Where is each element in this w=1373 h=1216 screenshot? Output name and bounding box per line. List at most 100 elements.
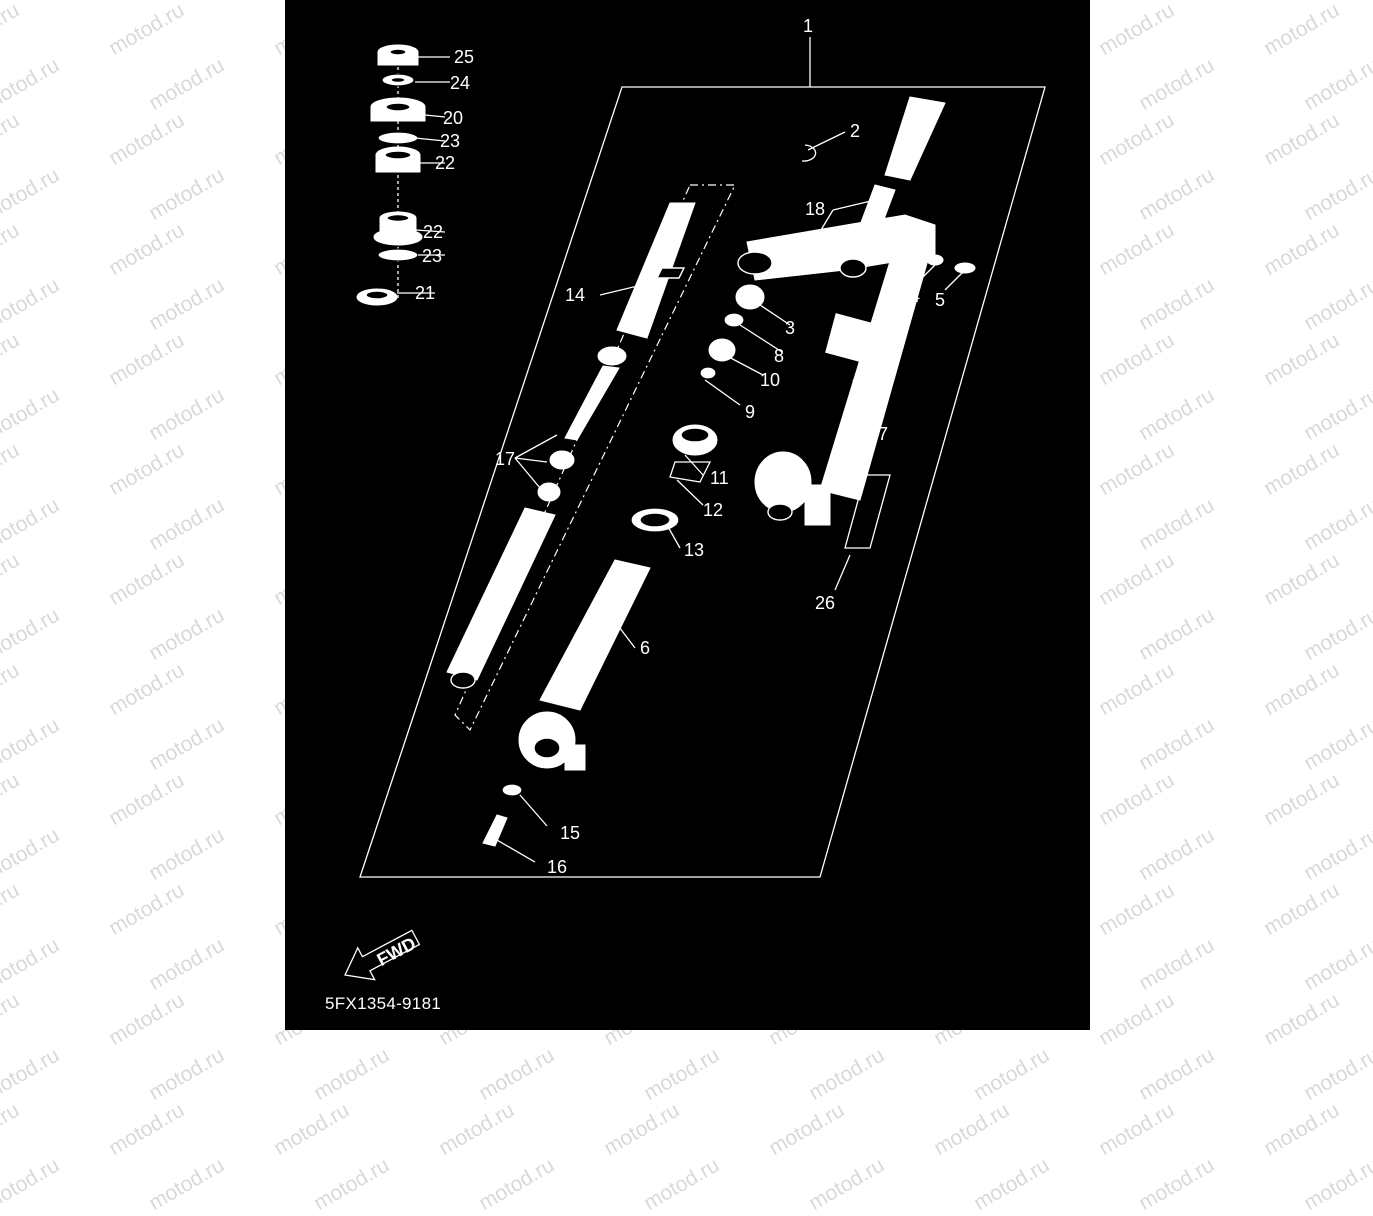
outer-tube-middle <box>482 144 817 847</box>
watermark-text: motod.ru <box>1095 878 1179 940</box>
watermark-text: motod.ru <box>475 1153 559 1215</box>
steering-bearing-parts <box>356 44 426 306</box>
watermark-text: motod.ru <box>1300 933 1373 995</box>
watermark-text: motod.ru <box>1300 603 1373 665</box>
watermark-text: motod.ru <box>1095 768 1179 830</box>
watermark-text: motod.ru <box>1095 988 1179 1050</box>
watermark-text: motod.ru <box>1300 823 1373 885</box>
watermark-text: motod.ru <box>1260 0 1344 60</box>
callout: 9 <box>745 402 755 422</box>
watermark-text: motod.ru <box>0 493 64 555</box>
callout: 26 <box>815 593 835 613</box>
callout: 6 <box>640 638 650 658</box>
watermark-text: motod.ru <box>0 1098 24 1160</box>
callout: 1 <box>803 16 813 36</box>
watermark-text: motod.ru <box>105 548 189 610</box>
watermark-text: motod.ru <box>0 163 64 225</box>
watermark-text: motod.ru <box>970 1153 1054 1215</box>
callout: 18 <box>805 199 825 219</box>
watermark-text: motod.ru <box>1135 383 1219 445</box>
callout: 23 <box>440 131 460 151</box>
fork-bracket-right <box>699 96 976 549</box>
watermark-text: motod.ru <box>0 383 64 445</box>
watermark-text: motod.ru <box>145 823 229 885</box>
watermark-text: motod.ru <box>0 273 64 335</box>
callout: 22 <box>435 153 455 173</box>
callout: 21 <box>415 283 435 303</box>
callout: 3 <box>785 318 795 338</box>
watermark-text: motod.ru <box>310 1043 394 1105</box>
watermark-text: motod.ru <box>475 1043 559 1105</box>
inner-tube-left <box>446 184 736 732</box>
leader-lines <box>397 56 966 863</box>
watermark-text: motod.ru <box>1260 768 1344 830</box>
watermark-text: motod.ru <box>0 438 24 500</box>
watermark-text: motod.ru <box>1300 1153 1373 1215</box>
watermark-text: motod.ru <box>930 1098 1014 1160</box>
watermark-text: motod.ru <box>105 878 189 940</box>
watermark-text: motod.ru <box>1300 163 1373 225</box>
exploded-fork-diagram: 1 2 3 4 5 6 7 8 9 10 11 12 13 14 15 16 1… <box>344 16 1046 981</box>
watermark-text: motod.ru <box>0 1043 64 1105</box>
watermark-text: motod.ru <box>1095 548 1179 610</box>
watermark-text: motod.ru <box>640 1043 724 1105</box>
watermark-text: motod.ru <box>0 218 24 280</box>
callout: 23 <box>422 246 442 266</box>
watermark-text: motod.ru <box>1260 108 1344 170</box>
watermark-text: motod.ru <box>0 878 24 940</box>
watermark-text: motod.ru <box>1300 713 1373 775</box>
watermark-text: motod.ru <box>1260 218 1344 280</box>
watermark-text: motod.ru <box>105 108 189 170</box>
watermark-text: motod.ru <box>435 1098 519 1160</box>
callout: 10 <box>760 370 780 390</box>
watermark-text: motod.ru <box>145 713 229 775</box>
watermark-text: motod.ru <box>600 1098 684 1160</box>
callout: 17 <box>495 449 515 469</box>
watermark-text: motod.ru <box>765 1098 849 1160</box>
watermark-text: motod.ru <box>0 823 64 885</box>
watermark-text: motod.ru <box>805 1153 889 1215</box>
callout: 13 <box>684 540 704 560</box>
callout: 11 <box>710 468 729 488</box>
assembly-outline <box>359 86 1046 878</box>
watermark-text: motod.ru <box>145 273 229 335</box>
watermark-text: motod.ru <box>1135 823 1219 885</box>
watermark-text: motod.ru <box>1300 493 1373 555</box>
watermark-text: motod.ru <box>0 53 64 115</box>
watermark-text: motod.ru <box>145 53 229 115</box>
callout: 24 <box>450 73 470 93</box>
watermark-text: motod.ru <box>0 933 64 995</box>
watermark-text: motod.ru <box>105 658 189 720</box>
parts-diagram-panel: 1 2 3 4 5 6 7 8 9 10 11 12 13 14 15 16 1… <box>285 0 1090 1030</box>
fwd-arrow-icon <box>344 929 421 981</box>
watermark-text: motod.ru <box>105 438 189 500</box>
watermark-text: motod.ru <box>1260 328 1344 390</box>
watermark-text: motod.ru <box>0 658 24 720</box>
callout: 16 <box>547 857 567 877</box>
watermark-text: motod.ru <box>1135 603 1219 665</box>
watermark-text: motod.ru <box>1135 273 1219 335</box>
watermark-text: motod.ru <box>1135 713 1219 775</box>
watermark-text: motod.ru <box>1095 108 1179 170</box>
watermark-text: motod.ru <box>145 383 229 445</box>
watermark-text: motod.ru <box>145 1153 229 1215</box>
watermark-text: motod.ru <box>1095 438 1179 500</box>
watermark-text: motod.ru <box>1260 1098 1344 1160</box>
watermark-text: motod.ru <box>105 768 189 830</box>
watermark-text: motod.ru <box>310 1153 394 1215</box>
watermark-text: motod.ru <box>105 0 189 60</box>
watermark-text: motod.ru <box>0 0 24 60</box>
callout: 12 <box>703 500 723 520</box>
callout: 4 <box>910 286 920 306</box>
watermark-text: motod.ru <box>1135 1043 1219 1105</box>
callout: 15 <box>560 823 580 843</box>
watermark-text: motod.ru <box>1095 0 1179 60</box>
watermark-text: motod.ru <box>0 768 24 830</box>
watermark-text: motod.ru <box>0 603 64 665</box>
callout: 8 <box>774 346 784 366</box>
watermark-text: motod.ru <box>0 713 64 775</box>
watermark-text: motod.ru <box>1135 933 1219 995</box>
watermark-text: motod.ru <box>0 1153 64 1215</box>
callout-labels: 1 2 3 4 5 6 7 8 9 10 11 12 13 14 15 16 1… <box>374 16 945 970</box>
watermark-text: motod.ru <box>805 1043 889 1105</box>
